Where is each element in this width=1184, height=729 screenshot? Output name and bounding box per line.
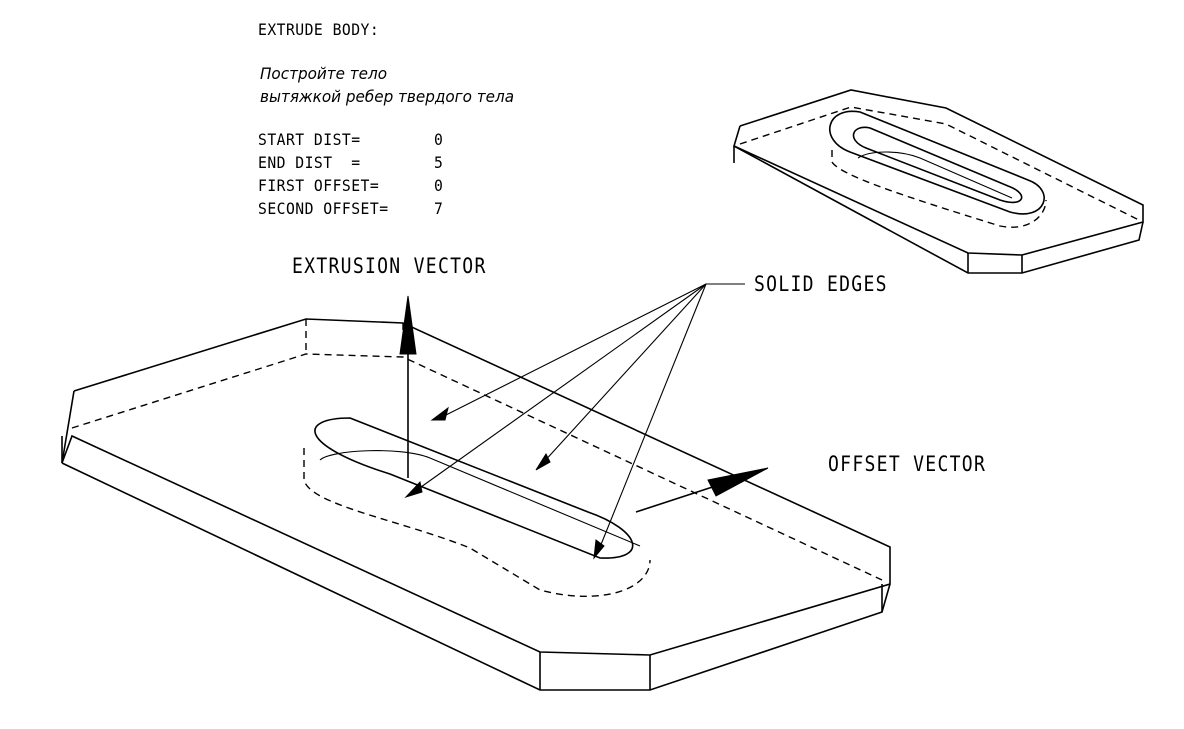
param-first-offset-value: 0 bbox=[434, 176, 444, 195]
param-second-offset-label: SECOND OFFSET= bbox=[258, 199, 389, 218]
main-plate bbox=[61, 318, 891, 691]
result-plate-bottom bbox=[733, 145, 1144, 274]
slot-hidden-bottom bbox=[303, 448, 651, 597]
offset-vector-label: OFFSET VECTOR bbox=[828, 452, 987, 476]
plate-bottom-outline bbox=[61, 462, 891, 691]
param-first-offset-label: FIRST OFFSET= bbox=[258, 176, 380, 195]
offset-vector-arrow bbox=[635, 467, 769, 513]
result-hidden-bottom bbox=[739, 106, 1140, 221]
result-slot-inner bbox=[852, 126, 1023, 204]
param-end-dist-label: END DIST = bbox=[258, 153, 361, 172]
leader-1-head bbox=[430, 406, 449, 421]
solid-edges-leaders bbox=[404, 283, 745, 560]
extrusion-vector-head bbox=[399, 295, 417, 355]
extrusion-vector-arrow bbox=[399, 295, 417, 478]
param-second-offset-value: 7 bbox=[434, 199, 444, 218]
result-plate-top bbox=[733, 89, 1144, 256]
solid-edges-label: SOLID EDGES bbox=[754, 272, 888, 296]
command-title: EXTRUDE BODY: bbox=[258, 20, 380, 39]
leader-1 bbox=[439, 283, 707, 419]
extrusion-vector-label: EXTRUSION VECTOR bbox=[292, 254, 487, 278]
leader-4-head bbox=[593, 539, 605, 560]
leader-3 bbox=[541, 283, 707, 465]
result-slot-hidden bbox=[831, 150, 1047, 228]
leader-2-head bbox=[404, 480, 423, 499]
main-slot bbox=[303, 417, 651, 597]
leader-3-head bbox=[535, 452, 551, 471]
result-slot-outer bbox=[829, 110, 1045, 215]
result-body-view bbox=[733, 89, 1144, 274]
leader-2 bbox=[413, 283, 707, 493]
prompt-line-2: вытяжкой ребер твердого тела bbox=[260, 87, 515, 106]
param-start-dist-value: 0 bbox=[434, 130, 444, 149]
offset-vector-head bbox=[707, 467, 769, 497]
result-slot-depth bbox=[857, 151, 1013, 199]
prompt-line-1: Постройте тело bbox=[260, 64, 388, 83]
plate-hidden-bottom bbox=[71, 353, 883, 581]
slot-inner-edge bbox=[319, 450, 641, 547]
slot-top-outline bbox=[314, 417, 634, 559]
param-end-dist-value: 5 bbox=[434, 153, 444, 172]
plate-top-face bbox=[61, 318, 891, 656]
leader-4 bbox=[597, 283, 707, 553]
param-start-dist-label: START DIST= bbox=[258, 130, 361, 149]
